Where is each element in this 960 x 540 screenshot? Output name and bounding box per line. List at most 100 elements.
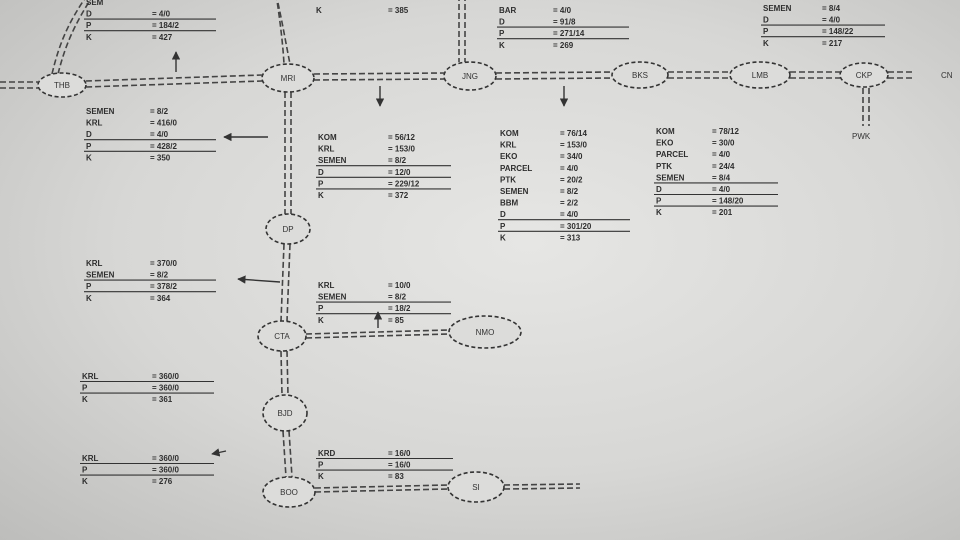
table-row-key: KRL (86, 259, 103, 268)
table-row-value: = 4/0 (150, 130, 169, 139)
table-row-value: = 4/0 (560, 210, 579, 219)
table-row-key: P (318, 179, 324, 188)
table-row-value: = 148/20 (712, 197, 744, 206)
table-row-value: = 360/0 (152, 372, 179, 381)
station-thb: THB (37, 72, 87, 98)
table-row-key: EKO (500, 152, 517, 161)
track-line (276, 0, 291, 65)
table-row-value: = 12/0 (388, 168, 411, 177)
flow-arrow (237, 275, 281, 284)
table-row-key: KOM (318, 133, 337, 142)
table-row-value: = 4/0 (712, 185, 731, 194)
table-row-key: P (763, 27, 769, 36)
station-boo: BOO (262, 476, 316, 508)
table-row-value: = 56/12 (388, 133, 415, 142)
table-row-key: P (499, 29, 505, 38)
table-row-key: EKO (656, 139, 673, 148)
table-row-key: P (500, 222, 506, 231)
traffic-table: KRD= 16/0P= 16/0K= 83 (316, 449, 453, 481)
table-row-value: = 10/0 (388, 281, 411, 290)
table-row-key: SEMEN (500, 187, 529, 196)
table-row-value: = 428/2 (150, 142, 177, 151)
station-jng: JNG (443, 61, 497, 91)
table-row-key: KRL (82, 454, 99, 463)
table-row-key: PTK (500, 175, 516, 184)
table-row-key: KRL (318, 281, 335, 290)
table-row-value: = 2/2 (560, 199, 579, 208)
track-line (85, 74, 262, 82)
station-ellipse (257, 320, 307, 352)
table-row-key: P (86, 142, 92, 151)
table-row-value: = 8/2 (388, 156, 407, 165)
table-row-value: = 8/2 (560, 187, 579, 196)
table-row-value: = 313 (560, 233, 581, 242)
station-dp: DP (265, 213, 311, 245)
table-row-key: K (86, 33, 92, 42)
table-row-value: = 18/2 (388, 304, 411, 313)
traffic-table: BAR= 4/0D= 91/8P= 271/14K= 269 (497, 6, 629, 50)
table-row-key: K (316, 6, 322, 15)
station-label: MRI (281, 74, 296, 83)
station-ellipse (262, 476, 316, 508)
station-label: BKS (632, 71, 648, 80)
station-ellipse (611, 61, 669, 89)
station-label: NMO (476, 328, 495, 337)
track-line (496, 77, 613, 80)
table-row-key: SEMEN (86, 107, 115, 116)
track-line (315, 488, 449, 493)
table-row-key: KRD (318, 449, 336, 458)
traffic-table: SEMEN= 8/4D= 4/0P= 148/22K= 217 (761, 4, 885, 48)
table-row-value: = 8/4 (822, 4, 841, 13)
station-label: THB (54, 81, 70, 90)
station-label: BOO (280, 488, 298, 497)
table-row-value: = 361 (152, 395, 173, 404)
track-line (313, 72, 444, 75)
station-label: LMB (752, 71, 768, 80)
track-line (280, 351, 283, 396)
table-row-key: D (86, 10, 92, 19)
table-row-value: = 427 (152, 33, 173, 42)
track-line (306, 333, 450, 339)
table-row-value: = 153/0 (560, 141, 587, 150)
table-row-value: = 4/0 (822, 16, 841, 25)
table-row-key: P (86, 21, 92, 30)
station-ellipse (37, 72, 87, 98)
endpoint-label-cn: CN (941, 71, 953, 80)
station-ellipse (262, 394, 308, 432)
table-row-value: = 85 (388, 316, 404, 325)
station-ellipse (729, 61, 791, 89)
track-line (288, 430, 293, 477)
track-line (276, 0, 285, 65)
station-ellipse (261, 63, 315, 93)
traffic-table: KRL= 360/0P= 360/0K= 361 (80, 372, 214, 404)
table-row-key: K (86, 153, 92, 162)
station-label: CKP (856, 71, 872, 80)
table-row-key: D (763, 16, 769, 25)
track-line (280, 243, 285, 321)
table-row-key: KOM (656, 127, 675, 136)
table-row-value: = 4/0 (712, 150, 731, 159)
station-nmo: NMO (448, 315, 522, 349)
table-row-value: = 83 (388, 472, 404, 481)
table-row-value: = 148/22 (822, 27, 854, 36)
table-row-value: = 24/4 (712, 162, 735, 171)
track-line (286, 350, 289, 395)
table-row-key: SEM (86, 0, 104, 7)
table-row-key: P (82, 384, 88, 393)
table-row-key: K (318, 191, 324, 200)
table-row-value: = 4/0 (152, 10, 171, 19)
table-row-value: = 91/8 (553, 18, 576, 27)
table-row-key: D (318, 168, 324, 177)
table-row-key: SEMEN (318, 156, 347, 165)
table-row-key: K (82, 477, 88, 486)
station-ellipse (265, 213, 311, 245)
track-line (503, 483, 580, 486)
table-row-key: SEMEN (763, 4, 792, 13)
